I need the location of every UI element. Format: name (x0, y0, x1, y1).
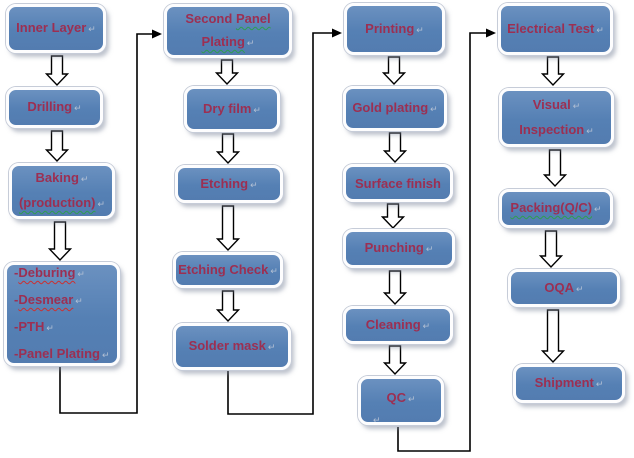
box-label: Drilling (27, 99, 73, 114)
down-block-arrow-icon (540, 56, 566, 87)
paragraph-mark-icon: ↵ (596, 24, 604, 35)
connector-line (59, 33, 152, 414)
flow-box-visual-inspection[interactable]: Visual↵ Inspection↵ (499, 88, 614, 147)
box-label: Desmear (18, 292, 74, 307)
box-label: Plating (201, 34, 245, 49)
flow-box-pth-list[interactable]: -Deburing↵ -Desmear↵ -PTH↵ -Panel Platin… (4, 262, 120, 366)
box-label: - (14, 265, 19, 280)
paragraph-mark-icon: ↵ (75, 296, 83, 306)
box-label: Inspection (519, 121, 585, 137)
flow-box-packing[interactable]: Packing(Q/C)↵ (499, 189, 613, 228)
down-block-arrow-icon (381, 56, 407, 86)
down-block-arrow-icon (382, 270, 408, 306)
flow-box-punching[interactable]: Punching↵ (343, 229, 455, 268)
box-label: Electrical Test (507, 20, 595, 36)
down-block-arrow-icon (215, 205, 241, 252)
down-block-arrow-icon (382, 345, 408, 376)
paragraph-mark-icon: ↵ (416, 24, 424, 35)
down-block-arrow-icon (215, 290, 241, 323)
paragraph-mark-icon: ↵ (430, 104, 438, 114)
box-label: OQA (544, 279, 575, 295)
flow-box-qc[interactable]: QC↵ ↵ (358, 376, 444, 425)
flow-box-shipment[interactable]: Shipment↵ (513, 364, 625, 403)
box-label: Visual (532, 96, 571, 112)
connector-arrowhead-icon (486, 28, 496, 38)
box-label: Etching (200, 175, 249, 191)
paragraph-mark-icon: ↵ (101, 350, 110, 360)
box-label: Baking (35, 170, 79, 185)
down-block-arrow-icon (382, 132, 408, 164)
box-label: Solder mask (188, 338, 266, 353)
paragraph-mark-icon: ↵ (267, 342, 276, 352)
down-block-arrow-icon (47, 221, 73, 262)
flow-box-dry-film[interactable]: Dry film↵ (184, 86, 280, 132)
paragraph-mark-icon: ↵ (46, 323, 54, 333)
flow-box-printing[interactable]: Printing↵ (344, 3, 445, 55)
paragraph-mark-icon: ↵ (407, 394, 416, 404)
down-block-arrow-icon (44, 55, 70, 87)
connector-arrowhead-icon (332, 28, 342, 38)
box-label: Surface finish (355, 175, 441, 191)
box-label: Printing (365, 20, 415, 36)
paragraph-mark-icon: ↵ (246, 38, 255, 48)
paragraph-mark-icon: ↵ (80, 174, 89, 184)
paragraph-mark-icon: ↵ (253, 104, 261, 115)
box-label: Second (185, 11, 236, 26)
flow-box-etching-check[interactable]: Etching Check↵ (173, 252, 283, 288)
box-label: (production) (18, 195, 96, 210)
flow-box-gold-plating[interactable]: Gold plating↵ (343, 86, 447, 131)
connector-line (227, 32, 332, 415)
box-label: Etching Check (178, 261, 269, 277)
down-block-arrow-icon (215, 133, 241, 165)
paragraph-mark-icon: ↵ (425, 244, 434, 254)
flow-box-drilling[interactable]: Drilling↵ (6, 87, 103, 128)
box-label: -Panel Plating (14, 346, 100, 361)
paragraph-mark-icon: ↵ (422, 320, 431, 331)
paragraph-mark-icon: ↵ (595, 379, 604, 389)
down-block-arrow-icon (542, 149, 568, 188)
flow-box-second-panel-plating[interactable]: Second Panel Plating↵ (164, 4, 292, 58)
box-label: Punching (364, 240, 424, 255)
paragraph-mark-icon: ↵ (576, 283, 584, 294)
flow-box-cleaning[interactable]: Cleaning↵ (343, 306, 453, 344)
down-block-arrow-icon (540, 309, 566, 364)
box-label: Panel (235, 11, 271, 26)
box-label: Dry film (203, 100, 252, 116)
paragraph-mark-icon: ↵ (97, 199, 106, 209)
box-label: QC (386, 390, 406, 405)
box-label: Shipment (534, 375, 594, 390)
flow-box-surface-finish[interactable]: Surface finish (343, 164, 453, 202)
box-label: Gold plating (352, 100, 429, 115)
paragraph-mark-icon: ↵ (88, 24, 96, 34)
paragraph-mark-icon: ↵ (77, 269, 85, 279)
down-block-arrow-icon (44, 130, 70, 163)
box-label: - (14, 292, 19, 307)
box-label: Inner Layer (16, 20, 87, 35)
connector-line (397, 32, 486, 452)
box-label: Cleaning (365, 316, 421, 332)
paragraph-mark-icon: ↵ (74, 103, 82, 113)
flow-box-inner-layer[interactable]: Inner Layer↵ (6, 4, 106, 53)
box-label: Deburing (18, 265, 76, 280)
box-label: Packing(Q/C) (510, 200, 593, 215)
paragraph-mark-icon: ↵ (594, 204, 602, 214)
down-block-arrow-icon (214, 59, 240, 86)
paragraph-mark-icon: ↵ (586, 125, 594, 136)
paragraph-mark-icon: ↵ (373, 415, 381, 425)
down-block-arrow-icon (380, 203, 406, 230)
box-label: -PTH (14, 319, 45, 334)
connector-arrowhead-icon (152, 29, 162, 39)
paragraph-mark-icon: ↵ (250, 179, 258, 190)
down-block-arrow-icon (538, 230, 564, 269)
flow-box-electrical-test[interactable]: Electrical Test↵ (498, 3, 613, 55)
flow-box-etching[interactable]: Etching↵ (175, 165, 283, 203)
paragraph-mark-icon: ↵ (572, 100, 581, 111)
flow-box-solder-mask[interactable]: Solder mask↵ (173, 323, 291, 370)
flow-box-baking[interactable]: Baking↵ (production)↵ (9, 163, 115, 219)
flow-box-oqa[interactable]: OQA↵ (508, 269, 620, 307)
paragraph-mark-icon: ↵ (270, 265, 278, 276)
